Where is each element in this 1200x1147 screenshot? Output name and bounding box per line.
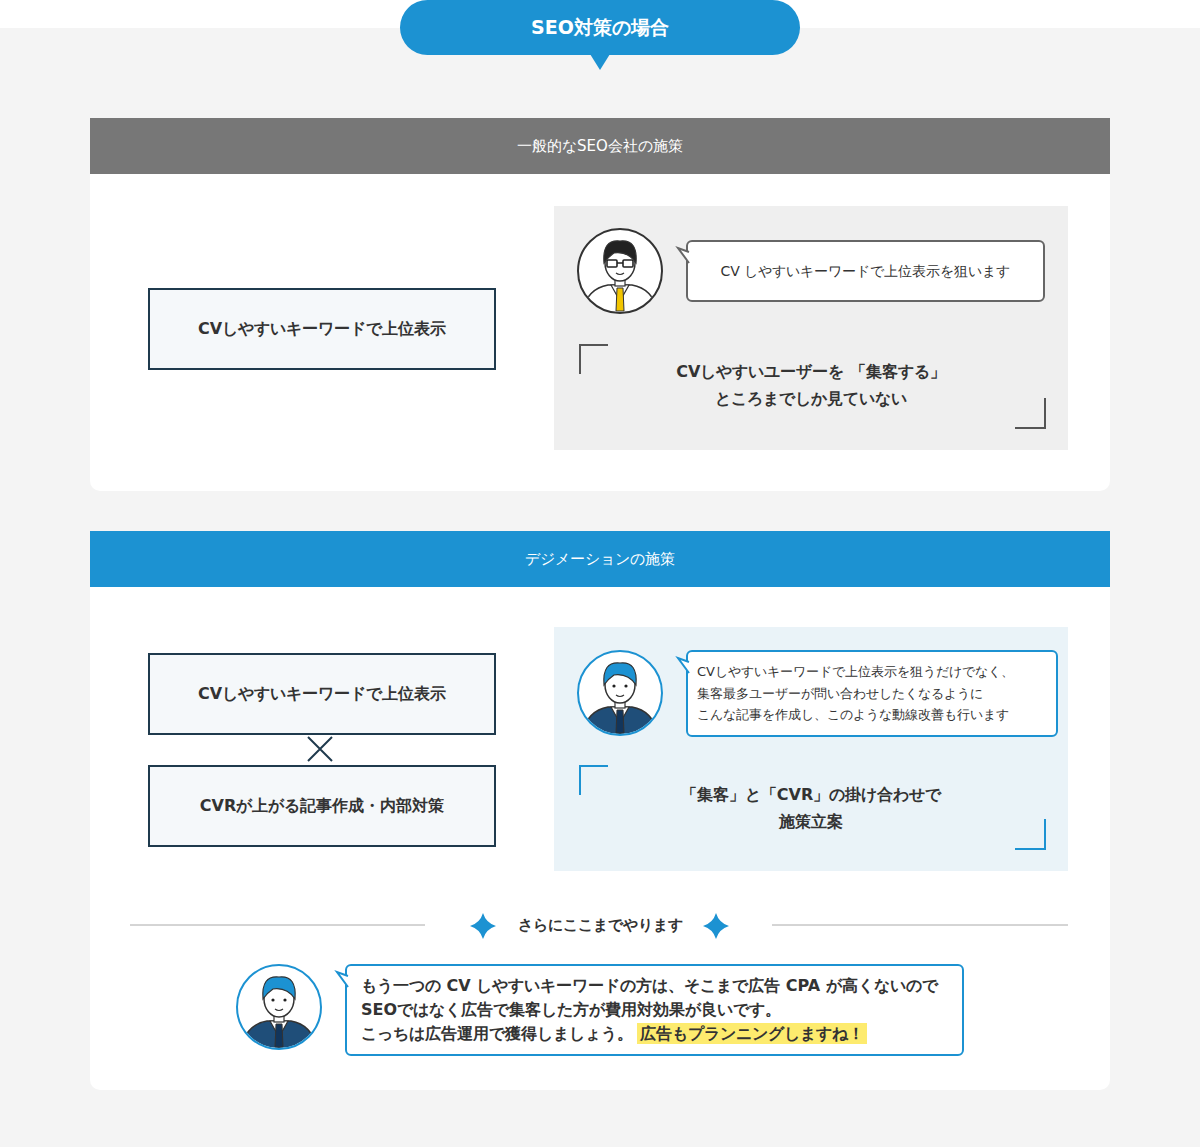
speech-text: CVしやすいキーワードで上位表示を狙うだけでなく、 集客最多ユーザーが問い合わせ… (697, 664, 1014, 722)
box-label: CVRが上がる記事作成・内部対策 (200, 796, 444, 817)
section-heading: 一般的なSEO会社の施策 (90, 118, 1110, 174)
corner-bracket (1015, 398, 1045, 428)
multiply-symbol (308, 737, 332, 761)
bubble-body: CV しやすいキーワードで上位表示を狙います (702, 261, 1029, 282)
process-box: CVしやすいキーワードで上位表示 (148, 288, 496, 370)
corner-bracket (1015, 819, 1045, 849)
bubble-body: もう一つの CV しやすいキーワードの方は、そこまで広告 CPA が高くないので… (361, 974, 948, 1046)
speech-bubble: CVしやすいキーワードで上位表示を狙うだけでなく、 集客最多ユーザーが問い合わせ… (686, 650, 1058, 737)
summary-text: 「集客」と「CVR」の掛け合わせで 施策立案 (661, 781, 961, 835)
sparkle-star (703, 913, 729, 939)
divider-line (772, 925, 1068, 926)
speech-bubble: もう一つの CV しやすいキーワードの方は、そこまで広告 CPA が高くないので… (345, 964, 964, 1056)
speech-bubble: CV しやすいキーワードで上位表示を狙います (686, 240, 1045, 302)
process-box: CVRが上がる記事作成・内部対策 (148, 765, 496, 847)
box-label: CVしやすいキーワードで上位表示 (198, 319, 446, 340)
bubble-body: CVしやすいキーワードで上位表示を狙うだけでなく、 集客最多ユーザーが問い合わせ… (697, 661, 1047, 725)
speech-text: CV しやすいキーワードで上位表示を狙います (721, 263, 1011, 279)
person-avatar (578, 651, 662, 743)
explanation-area: CVしやすいキーワードで上位表示を狙うだけでなく、 集客最多ユーザーが問い合わせ… (554, 627, 1068, 871)
sparkle-star (470, 913, 496, 939)
explanation-area: CV しやすいキーワードで上位表示を狙います CVしやすいユーザーを 「集客する」… (554, 206, 1068, 450)
section-panel: CVしやすいキーワードで上位表示 CVRが上がる記事作成・内部対策 CVしやすいキー… (90, 531, 1110, 1090)
corner-bracket (580, 345, 608, 374)
section-panel: CVしやすいキーワードで上位表示CV しやすいキーワードで上位表示を狙いますCV… (90, 118, 1110, 491)
section-note: さらにここまでやります (500, 913, 700, 937)
bubble-tail (336, 972, 348, 990)
bubble-tail (677, 658, 689, 676)
title-pill: SEO対策の場合 (400, 0, 800, 55)
bubble-tail (677, 248, 689, 266)
divider-line (130, 925, 425, 926)
title-text: SEO対策の場合 (400, 0, 800, 55)
section-heading: デジメーションの施策 (90, 531, 1110, 587)
highlight-text: 広告もプランニングしますね！ (637, 1023, 867, 1044)
corner-bracket (580, 766, 608, 795)
box-label: CVしやすいキーワードで上位表示 (198, 684, 446, 705)
person-avatar (237, 965, 321, 1057)
person-avatar (578, 229, 662, 321)
process-box: CVしやすいキーワードで上位表示 (148, 653, 496, 735)
summary-text: CVしやすいユーザーを 「集客する」ところまでしか見ていない (661, 358, 961, 412)
